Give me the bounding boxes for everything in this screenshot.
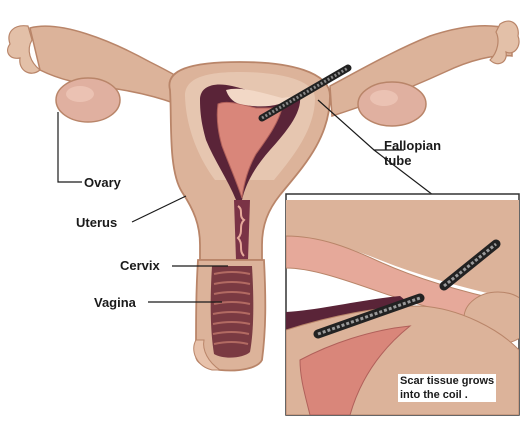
inset-caption-line2: into the coil . <box>400 388 494 402</box>
inset-caption: Scar tissue grows into the coil . <box>398 374 496 402</box>
label-uterus: Uterus <box>76 215 117 230</box>
label-vagina: Vagina <box>94 295 136 310</box>
leader-uterus <box>132 196 186 222</box>
leader-ovary <box>58 112 82 182</box>
label-ovary: Ovary <box>84 175 121 190</box>
label-fallopian-tube: Fallopian tube <box>384 138 441 168</box>
label-cervix: Cervix <box>120 258 160 273</box>
label-fallopian-line1: Fallopian <box>384 138 441 153</box>
inset-caption-line1: Scar tissue grows <box>400 374 494 388</box>
label-fallopian-line2: tube <box>384 153 441 168</box>
